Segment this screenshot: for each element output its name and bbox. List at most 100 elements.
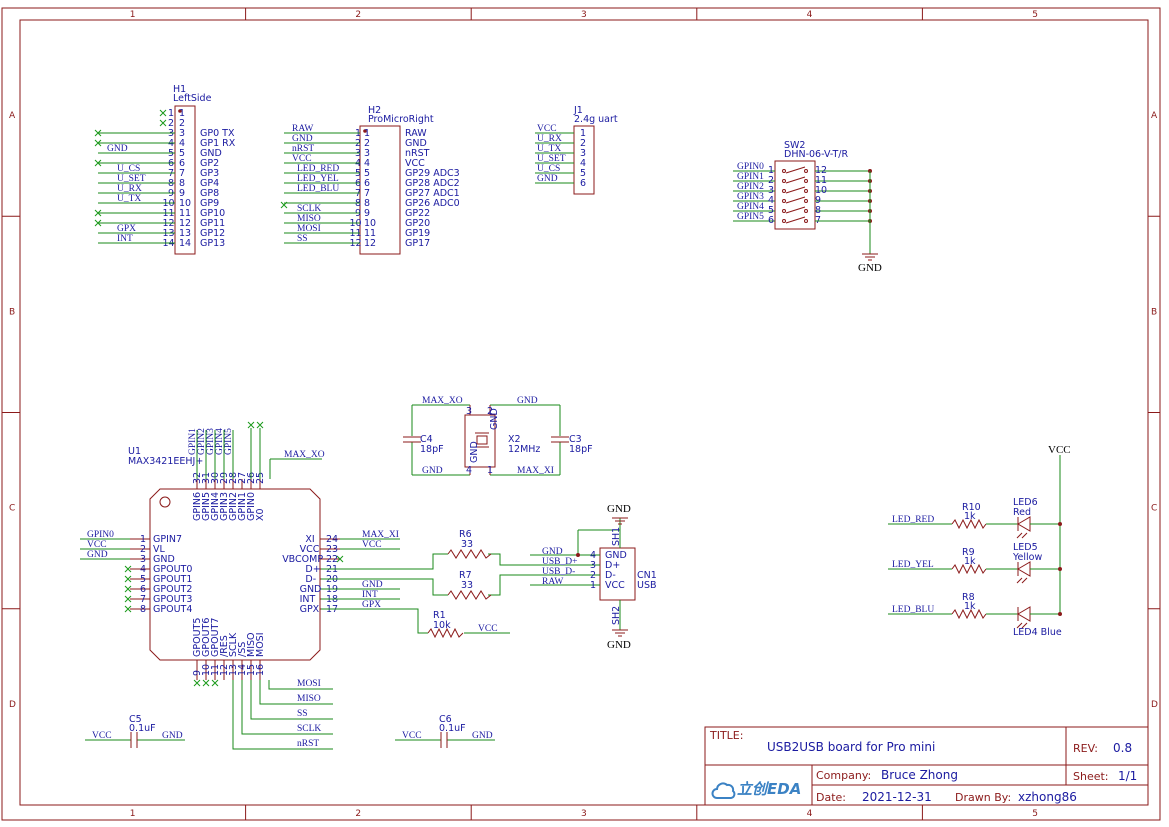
h2-value: ProMicroRight: [368, 114, 434, 125]
u1-left-pin-num: 4: [140, 564, 146, 575]
crystal-net-max-xo: MAX_XO: [422, 396, 463, 406]
ruler-col-bottom: 4: [807, 809, 813, 819]
date-label: Date:: [816, 791, 846, 804]
c3-ref: C3: [569, 434, 582, 445]
ruler-col-top: 2: [355, 10, 361, 20]
h2-net-label: nRST: [292, 144, 314, 154]
j1-value: 2.4g uart: [574, 114, 618, 125]
cn1-sh2: SH2: [611, 606, 622, 625]
cn1-net-label: GND: [542, 547, 563, 557]
sw2-net-label: GPIN1: [737, 172, 764, 182]
h1-net-ucs: U_CS: [117, 164, 140, 174]
h1-pin-num-inner: 8: [179, 178, 185, 189]
u1-left-pin-label: GPOUT1: [153, 574, 192, 585]
sw2-left-pin: 1: [768, 165, 774, 176]
ruler-row-right: B: [1151, 307, 1157, 317]
led-ref: LED5: [1013, 542, 1038, 553]
led-net-label: LED_BLU: [892, 605, 934, 615]
ruler-row-left: D: [9, 700, 16, 710]
company-value: Bruce Zhong: [881, 768, 958, 782]
u1-bottom-pin-label: SCLK: [228, 632, 239, 657]
x2-pin4: 4: [466, 465, 472, 476]
title-label: TITLE:: [709, 729, 743, 742]
u1-left-pin-num: 1: [140, 534, 146, 545]
sw2-right-pin: 11: [815, 175, 827, 186]
h2-ref: H2: [368, 105, 381, 116]
u1-top-pin-label: GPIN6: [192, 492, 203, 521]
j1-net-label: VCC: [537, 124, 557, 134]
sw2-left-pin: 4: [768, 195, 774, 206]
h1-net-utx: U_TX: [117, 194, 141, 204]
u1-right-net: VCC: [362, 540, 382, 550]
h1-pin-label: GP4: [200, 178, 219, 189]
cn1-value: USB: [637, 580, 657, 591]
h2-net-label: MISO: [297, 214, 321, 224]
u1-top-pin-label: GPIN1: [237, 492, 248, 521]
u1-left-pin-label: GPOUT0: [153, 564, 192, 575]
j1-net-label: GND: [537, 174, 558, 184]
sw2-right-pin: 10: [815, 185, 827, 196]
j1-header: J1 2.4g uart 1VCC2U_RX3U_TX4U_SET5U_CS6G…: [535, 105, 618, 195]
cn1-net-label: USB_D+: [542, 557, 577, 567]
led-ref: LED4 Blue: [1013, 627, 1062, 638]
crystal-net-gnd-top: GND: [517, 396, 538, 406]
h1-pin-label: GP13: [200, 238, 225, 249]
cn1-net-label: USB_D-: [542, 567, 575, 577]
cn1-pin-label: D-: [605, 570, 616, 581]
led-resistor-ref: R10: [962, 502, 981, 513]
h2-pin-num-inner: 4: [364, 158, 370, 169]
usb-gnd-bottom: GND: [607, 639, 631, 651]
h1-pin-num-inner: 10: [179, 198, 191, 209]
u1-right-pin-num: 23: [326, 544, 338, 555]
x2-gnd-top: GND: [489, 408, 500, 430]
date-value: 2021-12-31: [862, 790, 932, 804]
h2-net-label: GND: [292, 134, 313, 144]
led-resistor-ref: R9: [962, 547, 975, 558]
h1-pin-num-inner: 1: [179, 108, 185, 119]
u1-net-max-xo: MAX_XO: [284, 450, 325, 460]
led-net-label: LED_YEL: [892, 560, 934, 570]
u1-top-net: GPIN1: [188, 428, 198, 455]
led-net-label: LED_RED: [892, 515, 934, 525]
h2-net-label: LED_RED: [297, 164, 339, 174]
sw2-net-label: GPIN3: [737, 192, 764, 202]
u1-bottom-pin-num: 16: [255, 664, 266, 676]
cap-net-right: GND: [472, 731, 493, 741]
cap-net-right: GND: [162, 731, 183, 741]
sw2-body: [774, 160, 816, 230]
h2-net-label: RAW: [292, 124, 313, 134]
u1-right-pin-label: D+: [305, 564, 320, 575]
cap-ref: C5: [129, 714, 142, 725]
u1-bottom-net: SS: [297, 709, 308, 719]
cn1-sh1: SH1: [611, 527, 622, 546]
h1-net-uset: U_SET: [117, 174, 146, 184]
u1-top-pin-label: GPIN4: [210, 492, 221, 521]
drawn-value: xzhong86: [1018, 790, 1077, 804]
j1-pin-num: 5: [580, 168, 586, 179]
h1-pin-num-inner: 9: [179, 188, 185, 199]
led-vcc-label: VCC: [1048, 444, 1071, 456]
h1-pin-num-inner: 12: [179, 218, 191, 229]
h2-net-label: SCLK: [297, 204, 321, 214]
led-resistor-value: 1k: [964, 601, 976, 612]
rev-value: 0.8: [1113, 741, 1132, 755]
u1-top-pin-label: GPIN0: [246, 492, 257, 521]
r1-net-vcc: VCC: [478, 624, 498, 634]
r1-body: [427, 627, 464, 639]
drawn-label: Drawn By:: [955, 791, 1011, 804]
cn1-pin-num: 1: [590, 580, 596, 591]
u1-bottom-pins: 9GPOUT510GPOUT611GPOUT712/RES13SCLK14/SS…: [192, 618, 333, 750]
j1-net-label: U_SET: [537, 154, 566, 164]
u1-bottom-pin-label: /SS: [237, 642, 248, 657]
u1-left-net: VCC: [87, 540, 107, 550]
title-block: TITLE: USB2USB board for Pro mini REV: 0…: [704, 726, 1149, 806]
lceda-logo: 立创EDA: [711, 780, 801, 799]
x2-ref: X2: [508, 434, 521, 445]
led-ref: LED6: [1013, 497, 1038, 508]
